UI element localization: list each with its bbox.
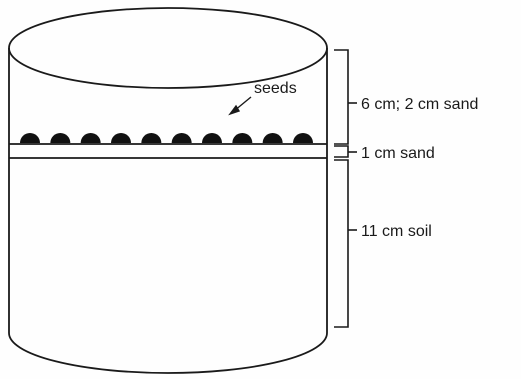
seed (293, 133, 313, 143)
bracket-bottom-layer (334, 159, 349, 328)
seed (141, 133, 162, 143)
seed (20, 133, 40, 143)
middle-layer-label: 1 cm sand (361, 145, 435, 162)
seed (232, 133, 253, 143)
cylinder (8, 7, 328, 374)
seeds-arrowhead (228, 104, 241, 116)
seed (202, 133, 222, 143)
cylinder-bottom-curve (8, 332, 328, 374)
sand-layer-band (9, 143, 327, 159)
seed (50, 133, 71, 143)
cylinder-top-rim (8, 7, 328, 89)
seeds-label: seeds (254, 80, 297, 97)
bracket-top-layer (334, 49, 349, 145)
seed (80, 133, 101, 143)
seed (171, 133, 192, 143)
measurement-brackets (334, 49, 357, 328)
bottom-layer-label: 11 cm soil (361, 223, 432, 240)
bracket-middle-layer (334, 145, 349, 158)
seed (262, 133, 283, 143)
seed (111, 133, 131, 143)
top-layer-label: 6 cm; 2 cm sand (361, 96, 478, 113)
seeds-arrow (228, 96, 252, 116)
seeds-row (20, 133, 313, 143)
